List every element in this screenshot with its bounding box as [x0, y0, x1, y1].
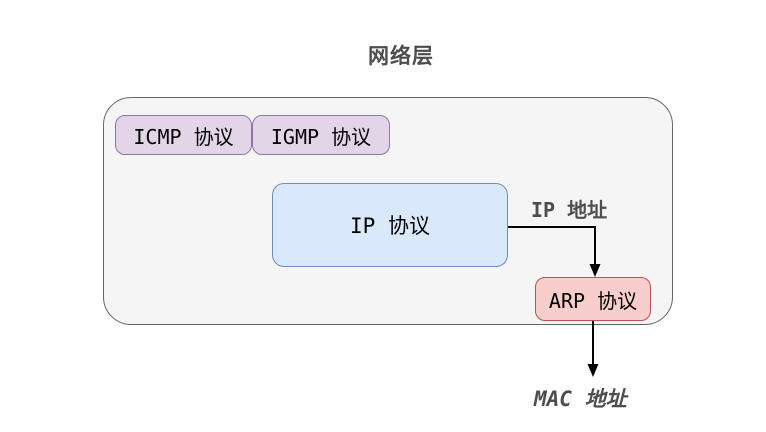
igmp-protocol-label: IGMP 协议: [270, 124, 372, 149]
arp-to-mac-arrow: [587, 321, 599, 377]
ip-protocol-label: IP 协议: [350, 214, 430, 238]
ip-address-label: IP 地址: [531, 198, 608, 222]
icmp-protocol-box: ICMP 协议: [115, 115, 252, 155]
icmp-protocol-label: ICMP 协议: [133, 124, 234, 149]
diagram-title: 网络层: [368, 44, 434, 68]
ip-protocol-box: IP 协议: [272, 183, 508, 267]
arp-protocol-label: ARP 协议: [548, 288, 638, 313]
arp-protocol-box: ARP 协议: [535, 277, 651, 321]
mac-address-label: MAC 地址: [534, 387, 627, 411]
igmp-protocol-box: IGMP 协议: [252, 115, 390, 155]
